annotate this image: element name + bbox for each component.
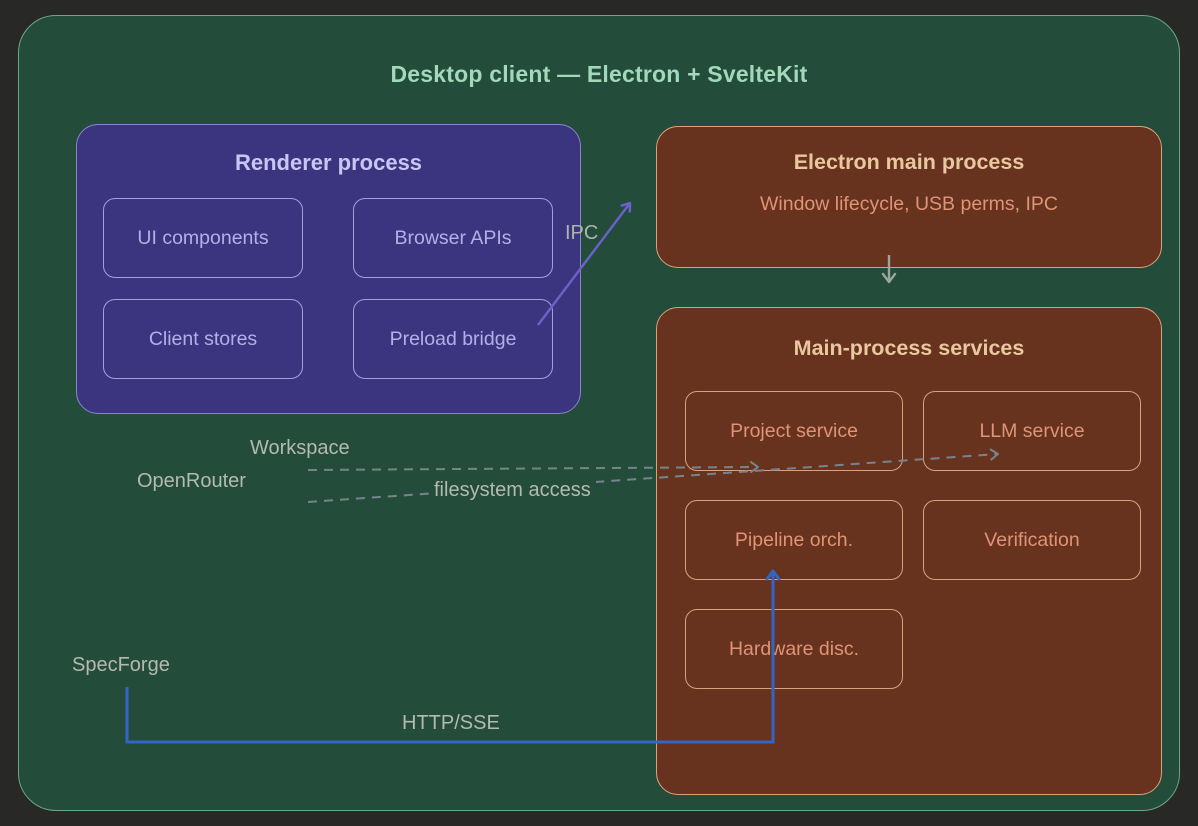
node-label: Preload bridge bbox=[389, 327, 517, 350]
node-label: Hardware disc. bbox=[728, 637, 860, 660]
node-llm-service: LLM service bbox=[923, 391, 1141, 471]
node-verification: Verification bbox=[923, 500, 1141, 580]
filesystem-access-label: filesystem access bbox=[429, 477, 596, 503]
electron-main-process-group: Electron main process Window lifecycle, … bbox=[656, 126, 1162, 268]
node-label: Verification bbox=[984, 528, 1080, 551]
diagram-title: Desktop client — Electron + SvelteKit bbox=[390, 61, 808, 87]
node-label: LLM service bbox=[979, 419, 1085, 442]
openrouter-label: OpenRouter bbox=[137, 470, 246, 492]
node-label: Pipeline orch. bbox=[734, 528, 854, 551]
workspace-label: Workspace bbox=[250, 437, 350, 459]
electron-main-title: Electron main process bbox=[793, 150, 1025, 174]
main-process-services-group: Main-process services Project service LL… bbox=[656, 307, 1162, 795]
main-process-services-title: Main-process services bbox=[793, 336, 1025, 360]
ipc-label: IPC bbox=[565, 222, 599, 244]
node-label: UI components bbox=[137, 226, 269, 249]
renderer-process-title: Renderer process bbox=[234, 150, 423, 175]
node-pipeline-orch: Pipeline orch. bbox=[685, 500, 903, 580]
node-hardware-disc: Hardware disc. bbox=[685, 609, 903, 689]
desktop-client-container: Desktop client — Electron + SvelteKit Re… bbox=[18, 15, 1180, 811]
node-project-service: Project service bbox=[685, 391, 903, 471]
node-preload-bridge: Preload bridge bbox=[353, 299, 553, 379]
node-label: Project service bbox=[730, 419, 858, 442]
electron-main-subtitle: Window lifecycle, USB perms, IPC bbox=[760, 193, 1058, 215]
node-label: Browser APIs bbox=[394, 226, 512, 249]
specforge-label: SpecForge bbox=[72, 654, 170, 676]
node-ui-components: UI components bbox=[103, 198, 303, 278]
node-client-stores: Client stores bbox=[103, 299, 303, 379]
http-sse-label: HTTP/SSE bbox=[402, 712, 500, 734]
node-label: Client stores bbox=[148, 327, 258, 350]
renderer-process-group: Renderer process UI components Browser A… bbox=[76, 124, 581, 414]
node-browser-apis: Browser APIs bbox=[353, 198, 553, 278]
